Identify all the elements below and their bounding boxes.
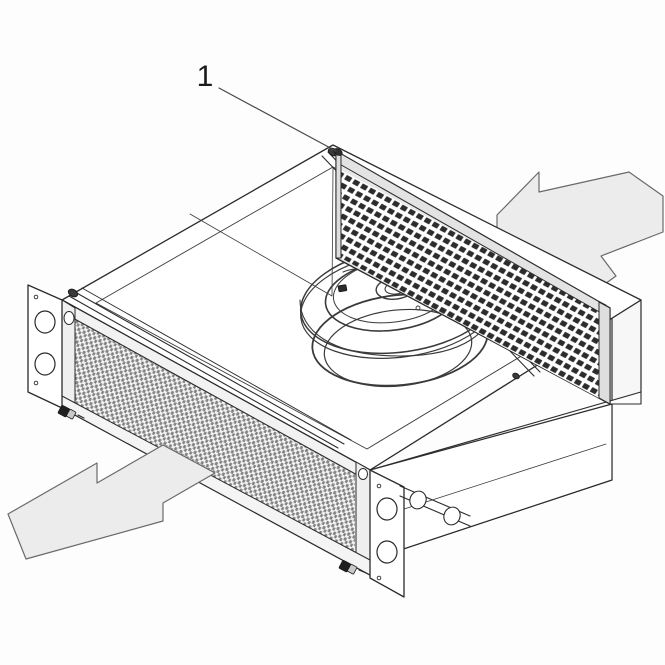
rack-ear-right-slot-2 [376, 540, 398, 564]
disc-lower-rim-inner [323, 308, 473, 388]
side-mounting-rail [399, 485, 471, 527]
rack-ear-left-hole-top [33, 294, 39, 300]
rack-ear-right-plate [369, 469, 405, 598]
rack-ear-left-slot-1 [34, 310, 56, 334]
rack-ear-left [27, 284, 75, 409]
rear-panel-left-border [335, 150, 342, 259]
chassis-bottom-crease [369, 443, 607, 521]
callout-1-label: 1 [197, 60, 214, 93]
rack-ear-left-slot-2 [34, 352, 56, 376]
callout-1-leader-line [218, 87, 337, 152]
rack-ear-right-hole-top [376, 483, 382, 489]
rack-ear-left-plate [27, 284, 63, 409]
disc-body-left [299, 299, 401, 357]
rack-ear-left-bezel-slot [63, 311, 75, 325]
chassis-lid-crease [189, 166, 334, 297]
hub-connector [337, 284, 348, 293]
rack-ear-right-hole-bottom [376, 575, 382, 581]
thumbscrew-top-left [57, 405, 85, 420]
thumbscrew-bottom-right [338, 560, 367, 575]
side-rail-hole-1 [409, 490, 427, 510]
thumbscrew-shaft-left [77, 414, 85, 419]
airflow-intake-arrow [7, 444, 216, 560]
thumbscrew-collar-left [66, 408, 77, 420]
thumbscrew-collar-right [347, 563, 358, 575]
side-rail-hole-2 [443, 506, 461, 526]
rack-ear-right-slot-1 [376, 497, 398, 521]
rack-ear-right [358, 468, 405, 598]
rail-screw-front [67, 288, 79, 298]
hub-screw-c [415, 305, 421, 311]
callout-1 [218, 87, 337, 152]
rear-panel-right-border [598, 301, 611, 405]
rail-screw-mid-rear [512, 372, 520, 380]
rack-ear-right-bezel-slot [358, 468, 368, 480]
rack-ear-left-hole-bottom [33, 380, 39, 386]
thumbscrew-shaft-right [358, 569, 367, 574]
